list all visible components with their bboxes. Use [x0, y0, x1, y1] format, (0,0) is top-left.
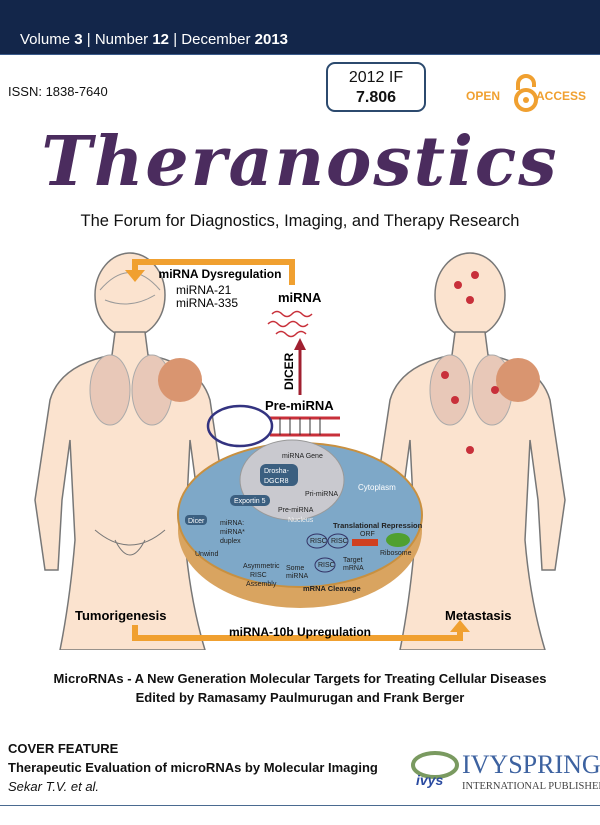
risc-label: RISC: [310, 538, 327, 545]
pelvis-icon: [94, 529, 166, 556]
month: December: [181, 31, 251, 48]
pri-mirna-label: Pri-miRNA: [305, 491, 338, 498]
risc-label: RISC: [318, 562, 335, 569]
issn: ISSN: 1838-7640: [8, 84, 108, 99]
right-body-figure: [374, 252, 566, 650]
right-label: ACCESS: [536, 89, 586, 103]
tumorigenesis-label: Tumorigenesis: [75, 608, 167, 623]
mirna-335-label: miRNA-335: [176, 296, 238, 310]
mirna-label: miRNA: [278, 290, 322, 305]
asym1-label: Asymmetric: [243, 563, 280, 570]
number-label: Number: [94, 31, 149, 48]
dgcr8-label: DGCR8: [264, 478, 289, 485]
cover-illustration: miRNA Dysregulation miRNA-21 miRNA-335 m…: [34, 252, 566, 650]
sep: |: [86, 31, 91, 48]
duplex1-label: miRNA:: [220, 520, 244, 527]
upregulation-arrow: [132, 620, 470, 641]
footer-rule: [0, 805, 600, 806]
left-label: OPEN: [466, 89, 500, 103]
journal-title: Theranostics: [41, 122, 559, 202]
dysregulation-arrow: [125, 259, 295, 285]
impact-factor-box: 2012 IF 7.806: [326, 62, 426, 112]
target2-label: mRNA: [343, 565, 364, 572]
drosha-label: Drosha-: [264, 468, 290, 475]
asym3-label: Assembly: [246, 581, 277, 588]
translational-label: Translational Repression: [333, 521, 423, 530]
exportin-label: Exportin 5: [234, 498, 266, 505]
dicer-arrow: [294, 338, 306, 395]
cleavage-label: mRNA Cleavage: [303, 584, 361, 593]
journal-subtitle: The Forum for Diagnostics, Imaging, and …: [80, 212, 520, 230]
caption-line-2: Edited by Ramasamy Paulmurugan and Frank…: [135, 690, 465, 705]
cytoplasm-label: Cytoplasm: [358, 483, 396, 492]
asym2-label: RISC: [250, 572, 267, 579]
volume: 3: [74, 31, 83, 48]
unwind-label: Unwind: [195, 551, 218, 558]
upregulation-label: miRNA-10b Upregulation: [229, 625, 371, 639]
orf-label: ORF: [360, 531, 375, 538]
issue-info: Volume 3 | Number 12 | December 2013: [20, 31, 288, 48]
tumor-icon: [496, 358, 540, 402]
duplex2-label: miRNA*: [220, 529, 245, 536]
mirna-strands: [267, 310, 313, 338]
open-access-logo: OPEN ACCESS: [466, 74, 586, 112]
ribosome-label: Ribosome: [380, 550, 412, 557]
dicer-label: Dicer: [188, 518, 205, 525]
logo-text-label: ivys: [416, 772, 443, 788]
cover-feature-heading: COVER FEATURE: [8, 741, 119, 756]
target1-label: Target: [343, 557, 363, 564]
metastasis-label: Metastasis: [445, 608, 511, 623]
number: 12: [152, 31, 170, 48]
left-body-figure: [34, 252, 226, 650]
if-value: 7.806: [355, 89, 397, 106]
pre-mirna-hairpin: [206, 404, 340, 448]
cover-feature-title: Therapeutic Evaluation of microRNAs by M…: [8, 760, 378, 775]
cover-feature-authors: Sekar T.V. et al.: [8, 779, 100, 794]
volume-label: Volume: [20, 31, 71, 48]
pre-mirna-label: Pre-miRNA: [265, 398, 334, 413]
year: 2013: [254, 31, 289, 48]
caption-line-1: MicroRNAs - A New Generation Molecular T…: [53, 671, 547, 686]
tumor-icon: [158, 358, 202, 402]
mirna-21-label: miRNA-21: [176, 283, 232, 297]
if-label: 2012 IF: [348, 69, 404, 86]
publisher-tagline: INTERNATIONAL PUBLISHER: [462, 781, 600, 792]
ivyspring-logo: ivys IVYSPRING INTERNATIONAL PUBLISHER: [411, 750, 600, 792]
dicer-label: DICER: [282, 352, 296, 390]
pre-mirna-small-label: Pre-miRNA: [278, 507, 314, 514]
open-lock-icon: [514, 74, 538, 112]
metastasis-dots: [441, 271, 499, 454]
dysregulation-label: miRNA Dysregulation: [159, 267, 282, 281]
some1-label: Some: [286, 565, 304, 572]
mirna-gene-label: miRNA Gene: [282, 453, 323, 460]
some2-label: miRNA: [286, 573, 308, 580]
header-band: Volume 3 | Number 12 | December 2013: [0, 0, 600, 55]
risc-label: RISC: [331, 538, 348, 545]
sep: |: [173, 31, 178, 48]
ivyspring-ring-icon: [411, 751, 459, 779]
nucleus-label: Nucleus: [288, 517, 314, 524]
publisher-name: IVYSPRING: [462, 750, 600, 779]
duplex3-label: duplex: [220, 538, 241, 545]
